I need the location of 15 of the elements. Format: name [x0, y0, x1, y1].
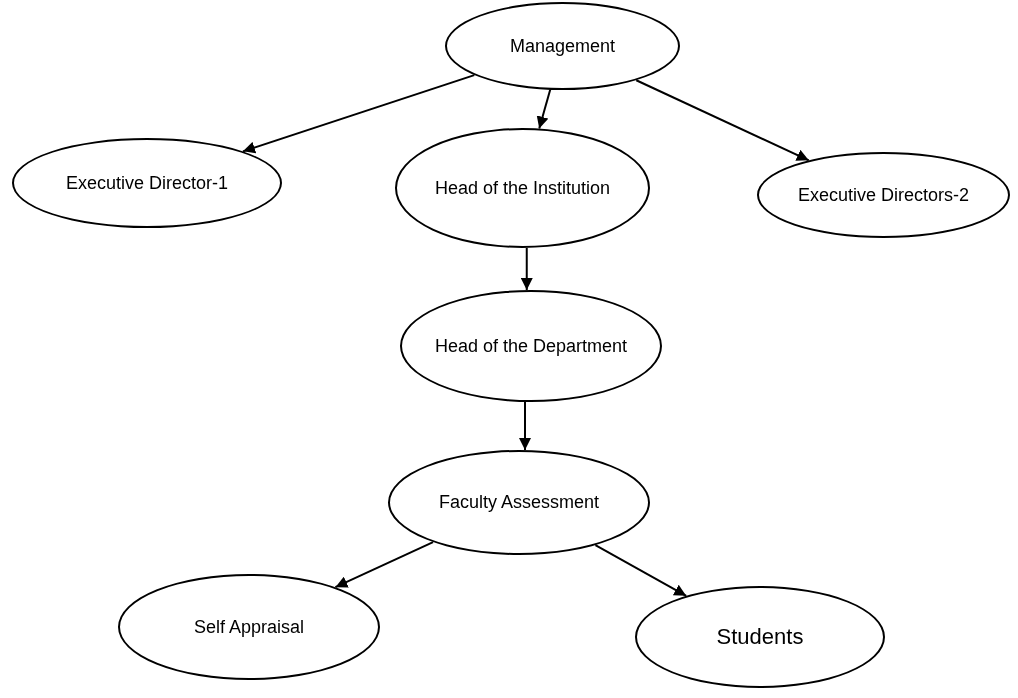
node-label: Students	[716, 623, 804, 651]
arrow	[635, 79, 810, 162]
node-label: Head of the Institution	[434, 176, 611, 200]
arrow	[519, 401, 531, 451]
arrow	[520, 247, 533, 291]
node-label: Executive Director-1	[65, 171, 229, 195]
node-label: Head of the Department	[434, 334, 628, 358]
node-label: Executive Directors-2	[797, 183, 970, 207]
arrow	[594, 544, 688, 597]
node-label: Self Appraisal	[193, 615, 305, 639]
arrow	[242, 74, 476, 154]
arrow	[334, 541, 435, 589]
arrow	[536, 88, 552, 130]
node-label: Faculty Assessment	[438, 491, 600, 515]
node-label: Management	[509, 34, 616, 58]
